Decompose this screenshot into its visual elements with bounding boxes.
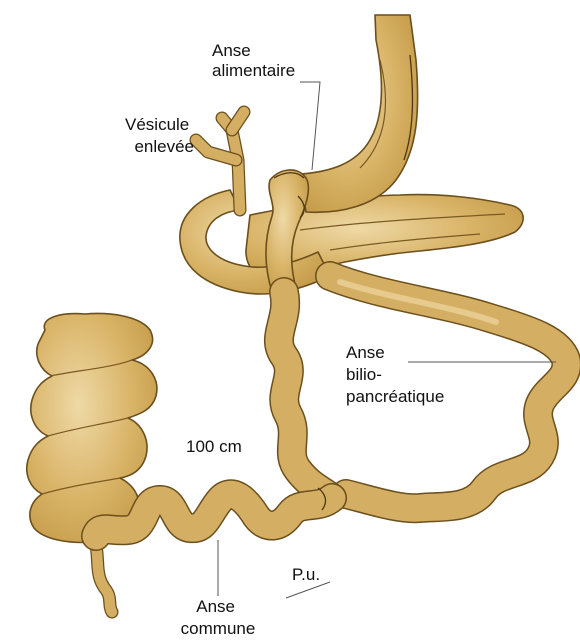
- label-pu: P.u.: [292, 565, 320, 584]
- label-common-loop: Anse commune: [181, 597, 256, 638]
- alimentary-limb: [279, 292, 332, 498]
- label-biliopancreatic-loop: Anse bilio- pancréatique: [346, 343, 444, 406]
- alimentary-loop-tube: [300, 15, 418, 212]
- leader-alimentary: [300, 82, 320, 170]
- leader-pu: [286, 582, 330, 598]
- label-gallbladder: Vésicule enlevée: [125, 115, 194, 156]
- label-alimentary-loop: Anse alimentaire: [212, 41, 295, 80]
- colon: [27, 314, 157, 612]
- label-length: 100 cm: [186, 437, 242, 456]
